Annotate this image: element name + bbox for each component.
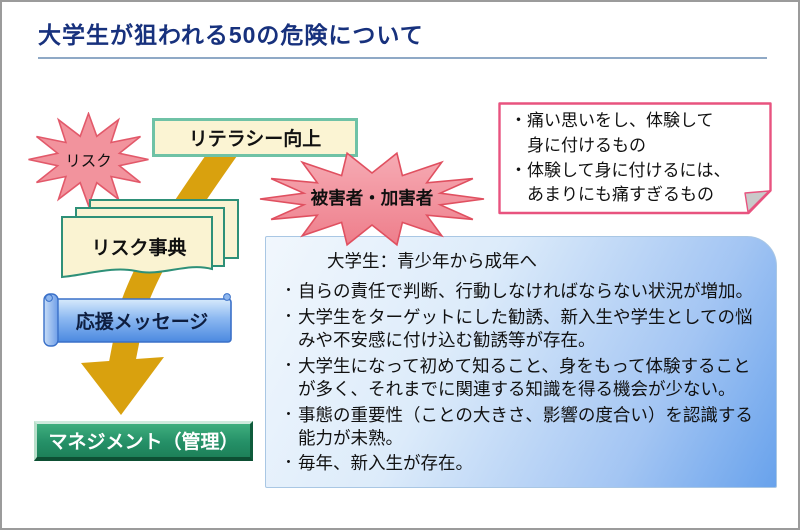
literacy-label: リテラシー向上 bbox=[188, 129, 322, 150]
bullet-item: ・ 事態の重要性（ことの大きさ、影響の度合い）を認識する能力が未熟。 bbox=[279, 404, 763, 450]
starburst-icon bbox=[259, 151, 485, 247]
victim-offender-starburst: 被害者・加害者 bbox=[258, 149, 486, 249]
key-points-panel: 大学生：青少年から成年へ ・ 自らの責任で判断、行動しなければならない状況が増加… bbox=[265, 236, 777, 488]
bullet-marker: ・ bbox=[281, 307, 296, 324]
slide-title: 大学生が狙われる50の危険について bbox=[38, 22, 424, 48]
pain-note-line: ・体験して身に付けるには、 bbox=[510, 160, 731, 180]
scroll-banner-icon bbox=[43, 293, 232, 347]
starburst-icon bbox=[28, 111, 149, 208]
bullet-item: ・ 大学生になって初めて知ること、身をもって体験することが多く、それまでに関連す… bbox=[279, 355, 763, 401]
panel-bullet-list: ・ 自らの責任で判断、行動しなければならない状況が増加。 ・ 大学生をターゲット… bbox=[279, 280, 763, 475]
paper-stack-icon bbox=[61, 199, 239, 279]
bullet-item: ・ 大学生をターゲットにした勧誘、新入生や学生としての悩みや不安感に付け込む勧誘… bbox=[279, 306, 763, 352]
bullet-text: 毎年、新入生が存在。 bbox=[298, 453, 473, 474]
bullet-text: 自らの責任で判断、行動しなければならない状況が増加。 bbox=[298, 281, 753, 301]
management-box: マネジメント（管理） bbox=[34, 421, 253, 461]
bullet-marker: ・ bbox=[281, 454, 296, 471]
title-underline bbox=[38, 57, 767, 59]
risk-dictionary-stack: リスク事典 bbox=[60, 198, 242, 286]
pain-note-line: ・痛い思いをし、体験して bbox=[510, 111, 714, 130]
risk-starburst: リスク bbox=[26, 111, 151, 208]
bullet-item: ・ 毎年、新入生が存在。 bbox=[279, 452, 763, 475]
pain-note-line: あまりにも痛すぎるもの bbox=[527, 185, 714, 205]
bullet-marker: ・ bbox=[281, 356, 296, 373]
pain-note-text: ・痛い思いをし、体験して 身に付けるもの ・体験して身に付けるには、 あまりにも… bbox=[510, 109, 766, 208]
bullet-marker: ・ bbox=[281, 282, 296, 298]
bullet-marker: ・ bbox=[281, 405, 296, 422]
pain-note-line: 身に付けるもの bbox=[527, 135, 646, 155]
folded-corner-note-icon bbox=[498, 102, 772, 215]
bullet-text: 大学生をターゲットにした勧誘、新入生や学生としての悩みや不安感に付け込む勧誘等が… bbox=[298, 306, 753, 350]
pain-note: ・痛い思いをし、体験して 身に付けるもの ・体験して身に付けるには、 あまりにも… bbox=[498, 102, 772, 215]
bullet-text: 事態の重要性（ことの大きさ、影響の度合い）を認識する能力が未熟。 bbox=[298, 404, 753, 448]
support-scroll: 応援メッセージ bbox=[40, 292, 236, 350]
management-label: マネジメント（管理） bbox=[48, 432, 239, 453]
panel-heading: 大学生：青少年から成年へ bbox=[327, 251, 537, 271]
bullet-text: 大学生になって初めて知ること、身をもって体験することが多く、それまでに関連する知… bbox=[298, 355, 751, 399]
bullet-item: ・ 自らの責任で判断、行動しなければならない状況が増加。 bbox=[279, 280, 763, 303]
